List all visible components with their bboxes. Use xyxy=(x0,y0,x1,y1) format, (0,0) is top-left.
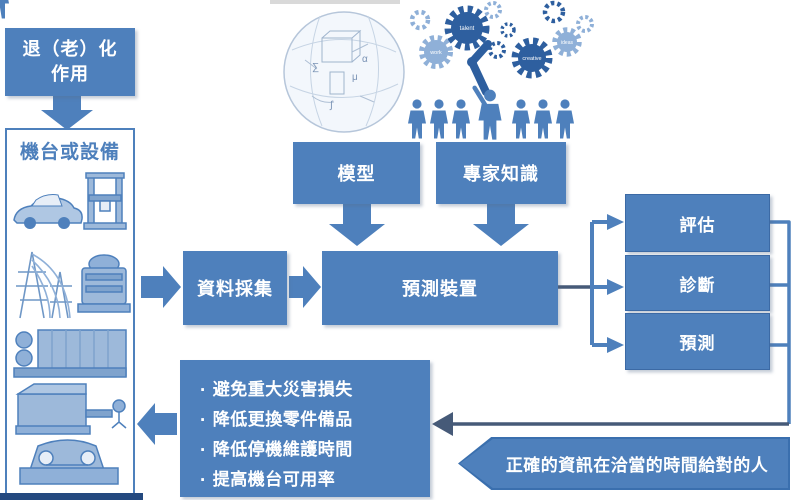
cnc-machine-image xyxy=(15,383,127,435)
expert-knowledge-box: 專家知識 xyxy=(436,142,566,204)
svg-text:talent: talent xyxy=(460,26,475,32)
gear-icon xyxy=(409,0,594,59)
benefit-text: 降低停機維護時間 xyxy=(212,440,353,459)
tall-center-person xyxy=(472,85,502,140)
benefit-text: 避免重大災害損失 xyxy=(212,380,353,399)
svg-text:α: α xyxy=(362,54,368,65)
car-image xyxy=(13,194,83,229)
block-arrows xyxy=(41,96,529,445)
team-people-silhouettes xyxy=(0,0,574,140)
data-collection-box: 資料採集 xyxy=(183,251,287,325)
gear-icon: work xyxy=(419,35,453,69)
power-towers-image xyxy=(16,251,72,319)
arrow-left-benefits-to-equipment xyxy=(137,403,177,445)
evaluation-label: 評估 xyxy=(679,215,716,235)
benefit-item: ‧ 提高機台可用率 xyxy=(200,465,430,495)
svg-text:work: work xyxy=(429,50,442,56)
benefit-text: 提高機台可用率 xyxy=(212,470,336,489)
generator-image xyxy=(77,254,131,313)
top-gray-bar xyxy=(270,0,400,4)
aging-effect-box: 退（老）化 作用 xyxy=(5,28,135,96)
arrowhead-to-benefits xyxy=(432,412,453,436)
arrowhead-to-prediction xyxy=(607,337,624,353)
benefit-item: ‧ 降低停機維護時間 xyxy=(200,435,430,465)
svg-text:creative: creative xyxy=(522,56,541,62)
equipment-collage-image xyxy=(13,172,131,485)
diagnosis-label: 診斷 xyxy=(679,275,716,295)
testing-machine-image xyxy=(83,172,127,230)
banner-callout: 正確的資訊在洽當的時間給對的人 xyxy=(458,437,790,490)
equipment-panel: 機台或設備 xyxy=(5,128,135,497)
diagnosis-box: 診斷 xyxy=(625,255,770,311)
gear-icon: talent xyxy=(444,5,490,51)
svg-text:ideas: ideas xyxy=(561,40,573,46)
arrow-right-data-to-device xyxy=(289,266,321,308)
arrow-down-expert-to-device xyxy=(473,204,529,246)
robot-arm xyxy=(468,40,492,96)
expert-knowledge-label: 專家知識 xyxy=(463,164,539,184)
arrow-right-equipment-to-data xyxy=(141,266,181,308)
arrowhead-to-evaluation xyxy=(607,214,624,230)
model-box: 模型 xyxy=(293,142,420,204)
data-collection-label: 資料採集 xyxy=(197,279,273,299)
industrial-machine-image xyxy=(13,329,127,378)
svg-text:∫: ∫ xyxy=(329,100,334,111)
gear-icon: ideas xyxy=(552,27,582,57)
gear-icon: creative xyxy=(511,37,553,79)
benefit-item: ‧ 降低更換零件備品 xyxy=(200,405,430,435)
prediction-box: 預測 xyxy=(625,313,770,370)
prediction-device-box: 預測裝置 xyxy=(322,251,558,325)
band-saw-image xyxy=(19,439,119,485)
evaluation-box: 評估 xyxy=(625,194,770,252)
equipment-panel-title: 機台或設備 xyxy=(19,142,120,163)
prediction-label: 預測 xyxy=(679,334,716,353)
benefit-text: 降低更換零件備品 xyxy=(212,410,353,429)
arrow-down-model-to-device xyxy=(329,204,385,246)
aging-line1: 退（老）化 xyxy=(22,39,118,59)
svg-text:μ: μ xyxy=(352,72,358,83)
bullet-icon: ‧ xyxy=(200,382,206,399)
benefit-item: ‧ 避免重大災害損失 xyxy=(200,375,430,405)
arrowhead-to-diagnosis xyxy=(607,279,624,295)
arrow-down-aging-to-equipment xyxy=(41,96,93,130)
bullet-icon: ‧ xyxy=(200,442,206,459)
gears-teamwork-image: talent work creative ideas xyxy=(0,0,594,140)
banner-text: 正確的資訊在洽當的時間給對的人 xyxy=(460,439,788,488)
math-formula-globe-image: ∑ α μ ∫ xyxy=(283,11,405,133)
prediction-device-label: 預測裝置 xyxy=(402,279,478,299)
aging-line2: 作用 xyxy=(51,64,89,84)
outputs-to-benefits-connector xyxy=(432,220,791,436)
bullet-icon: ‧ xyxy=(200,412,206,429)
benefits-box: ‧ 避免重大災害損失 ‧ 降低更換零件備品 ‧ 降低停機維護時間 ‧ 提高機台可用率 xyxy=(180,360,430,497)
bottom-navy-bar xyxy=(0,493,143,500)
svg-text:∑: ∑ xyxy=(312,62,319,73)
bullet-icon: ‧ xyxy=(200,472,206,489)
device-to-outputs-connector xyxy=(558,214,624,353)
model-label: 模型 xyxy=(337,164,376,184)
